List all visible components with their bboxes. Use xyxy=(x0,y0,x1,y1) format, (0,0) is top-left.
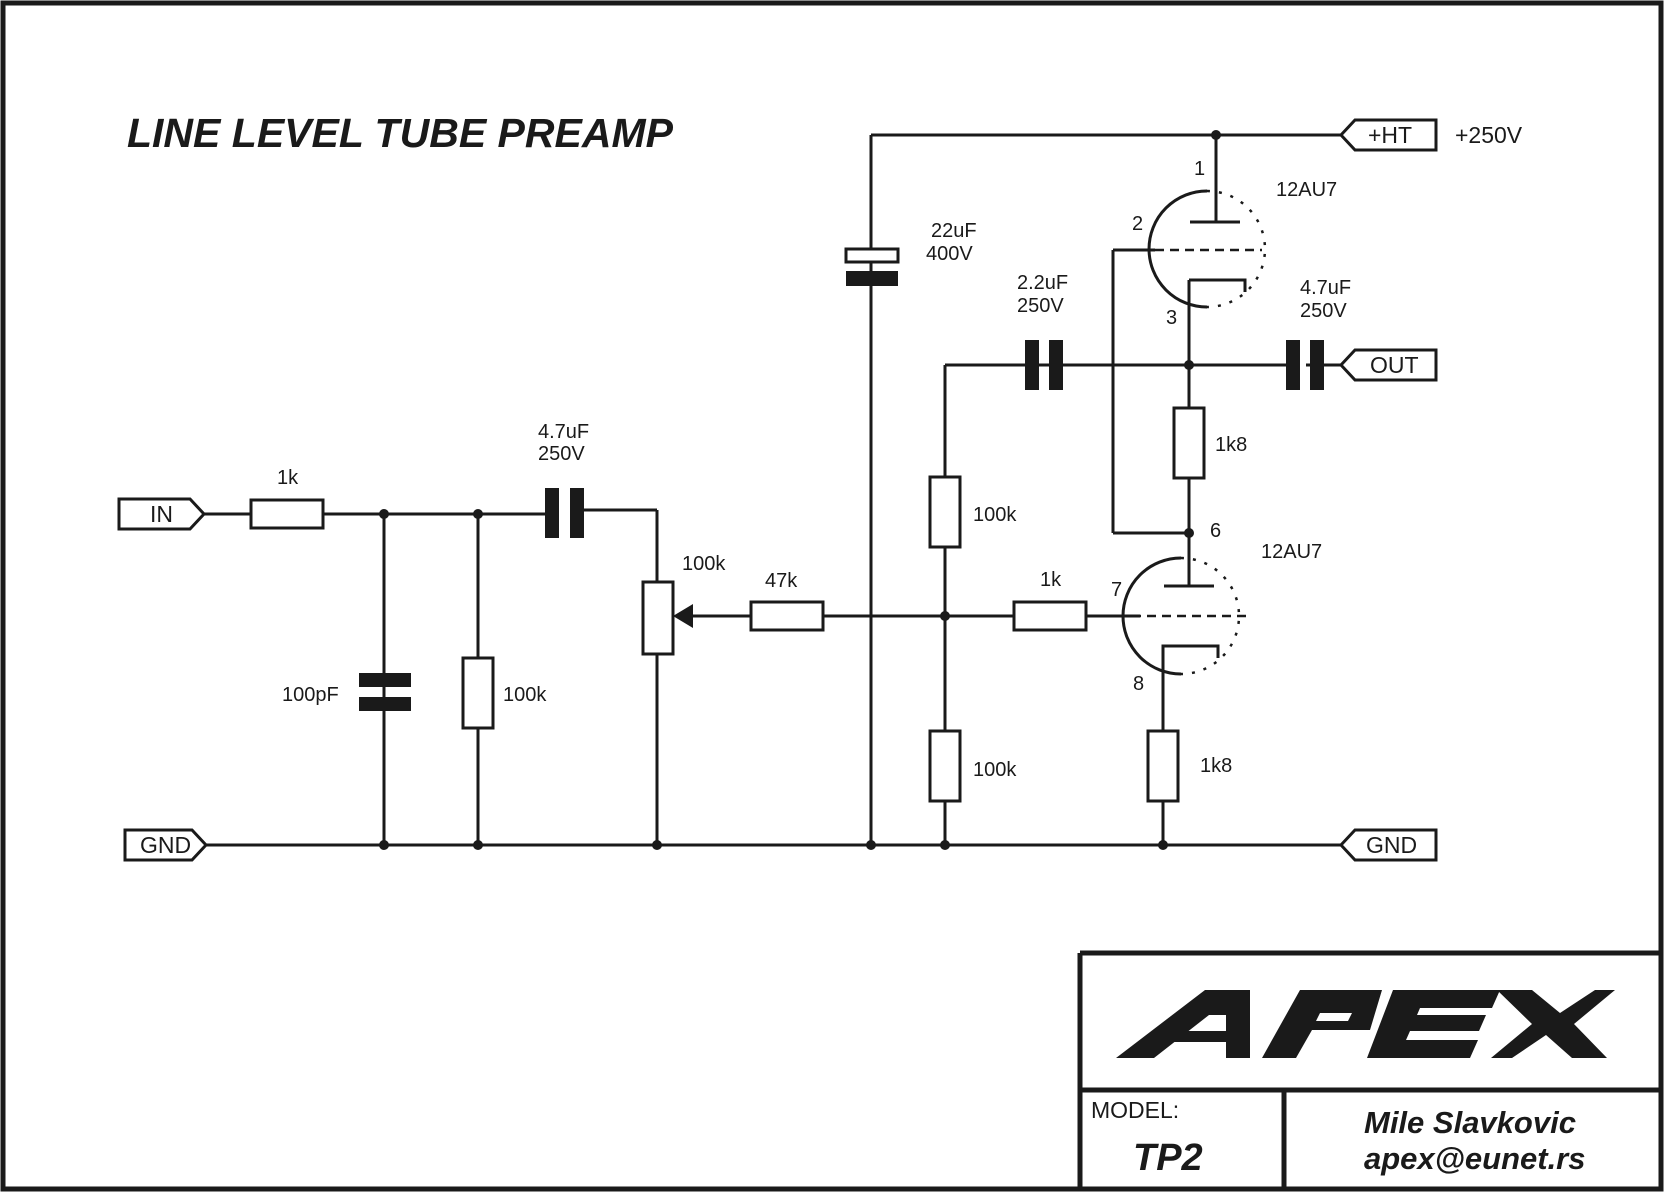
tube-lower-pin-grid: 7 xyxy=(1111,579,1122,601)
resistor-100k-shunt xyxy=(461,656,495,730)
label-c-in-value: 4.7uF xyxy=(538,421,589,443)
capacitor-2u2-bootstrap xyxy=(1025,340,1063,390)
label-r-cathode-upper: 1k8 xyxy=(1215,434,1247,456)
svg-text:OUT: OUT xyxy=(1370,352,1419,378)
resistor-1k8-upper xyxy=(1172,406,1206,480)
label-c-shunt: 100pF xyxy=(282,684,339,706)
port-out: OUT xyxy=(1338,348,1438,382)
capacitor-4u7-output xyxy=(1286,340,1324,390)
svg-text:IN: IN xyxy=(150,501,173,527)
label-c-in-voltage: 250V xyxy=(538,443,585,465)
label-c-filter-value: 22uF xyxy=(931,220,977,242)
tube-lower-pin-cathode: 8 xyxy=(1133,673,1144,695)
port-ht: +HT xyxy=(1338,118,1438,152)
pot-wiper-arrow xyxy=(673,604,693,628)
label-r-grid: 1k xyxy=(1040,569,1062,591)
resistor-100k-bias-bottom xyxy=(928,729,962,803)
svg-text:+HT: +HT xyxy=(1368,122,1412,148)
author-email: apex@eunet.rs xyxy=(1364,1141,1585,1176)
svg-text:GND: GND xyxy=(140,832,191,858)
tube-lower xyxy=(1121,531,1250,676)
port-in: IN xyxy=(117,497,207,531)
tube-lower-pin-plate: 6 xyxy=(1210,520,1221,542)
junction-dots xyxy=(379,130,1221,850)
port-gnd-right: GND xyxy=(1338,828,1438,862)
resistor-1k-input xyxy=(249,498,325,530)
resistor-100k-bias-top xyxy=(928,475,962,549)
capacitor-100pf xyxy=(359,673,411,711)
capacitor-22uf xyxy=(844,247,900,286)
tube-lower-type: 12AU7 xyxy=(1261,541,1322,563)
apex-logo xyxy=(1116,990,1615,1058)
label-r-cathode-lower: 1k8 xyxy=(1200,755,1232,777)
capacitor-4u7-input xyxy=(545,488,584,538)
label-r-series: 47k xyxy=(765,570,798,592)
model-value: TP2 xyxy=(1133,1137,1203,1179)
port-gnd-left: GND xyxy=(123,828,209,862)
author-name: Mile Slavkovic xyxy=(1364,1105,1576,1140)
label-r-in: 1k xyxy=(277,467,299,489)
label-r-bias-top: 100k xyxy=(973,504,1017,526)
label-c-boot-voltage: 250V xyxy=(1017,295,1064,317)
resistor-47k xyxy=(749,600,825,632)
potentiometer-100k xyxy=(641,580,675,656)
label-c-out-voltage: 250V xyxy=(1300,300,1347,322)
label-c-boot-value: 2.2uF xyxy=(1017,272,1068,294)
label-r-bias-bottom: 100k xyxy=(973,759,1017,781)
ht-voltage-label: +250V xyxy=(1455,122,1523,148)
resistor-1k8-lower xyxy=(1146,729,1180,803)
svg-text:GND: GND xyxy=(1366,832,1417,858)
tube-upper-pin-cathode: 3 xyxy=(1166,307,1177,329)
diagram-title: LINE LEVEL TUBE PREAMP xyxy=(127,110,674,156)
tube-upper-pin-grid: 2 xyxy=(1132,213,1143,235)
wires xyxy=(204,133,1355,847)
label-c-filter-voltage: 400V xyxy=(926,243,973,265)
model-label: MODEL: xyxy=(1091,1097,1179,1123)
label-c-out-value: 4.7uF xyxy=(1300,277,1351,299)
resistor-1k-grid xyxy=(1012,600,1088,632)
tube-upper xyxy=(1147,189,1267,309)
title-block: MODEL: TP2 Mile Slavkovic apex@eunet.rs xyxy=(1077,950,1663,1189)
tube-upper-pin-plate: 1 xyxy=(1194,158,1205,180)
label-r-shunt: 100k xyxy=(503,684,547,706)
label-pot: 100k xyxy=(682,553,726,575)
tube-upper-type: 12AU7 xyxy=(1276,179,1337,201)
